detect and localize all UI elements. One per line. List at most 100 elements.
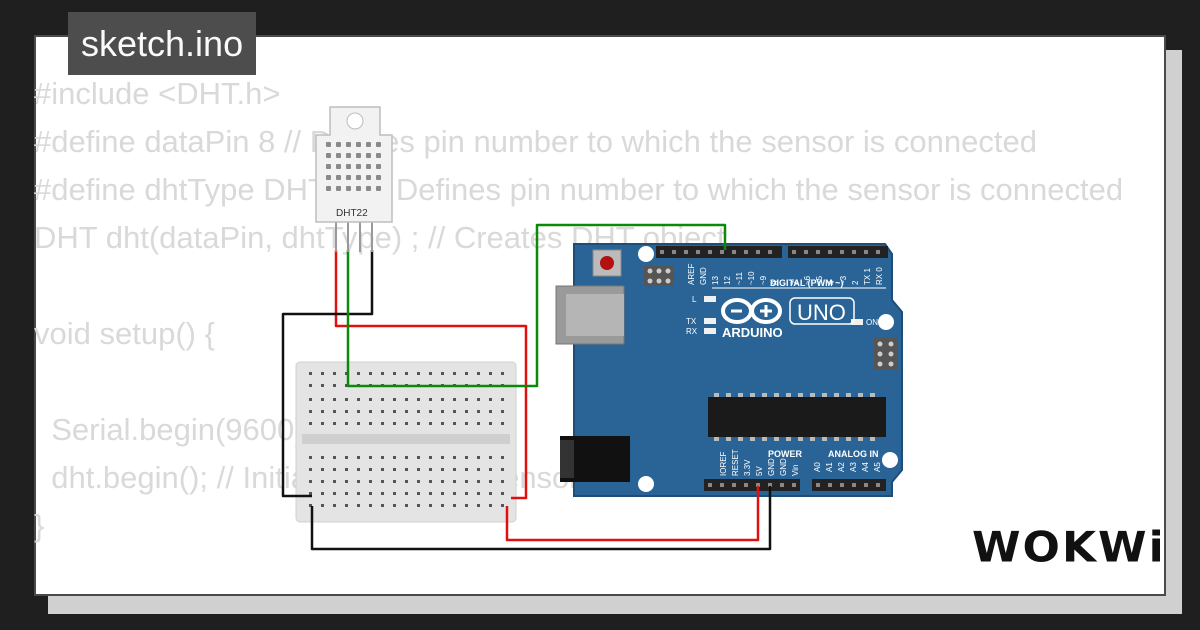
breadboard-hole <box>453 372 456 375</box>
grille-slot <box>356 175 361 180</box>
dht22-sensor[interactable]: DHT22 <box>315 106 393 252</box>
breadboard-hole <box>417 456 420 459</box>
breadboard-hole <box>405 468 408 471</box>
breadboard-hole <box>381 398 384 401</box>
pin-label: 8 <box>771 280 780 285</box>
atmega-chip <box>708 397 886 437</box>
grille-slot <box>346 153 351 158</box>
mount-hole <box>638 476 654 492</box>
grille-slot <box>346 164 351 169</box>
pin-label: 3.3V <box>743 459 752 476</box>
breadboard-hole <box>333 384 336 387</box>
grille-slot <box>366 142 371 147</box>
chip-leg <box>762 437 767 441</box>
digital-label: DIGITAL (PWM ~) <box>770 278 843 288</box>
breadboard-hole <box>333 398 336 401</box>
grille-slot <box>376 153 381 158</box>
wire-data[interactable] <box>346 223 727 388</box>
breadboard-hole <box>477 422 480 425</box>
header-pin <box>816 483 820 487</box>
breadboard-hole <box>453 398 456 401</box>
breadboard-hole <box>345 398 348 401</box>
wokwi-logo: WOKWi <box>972 523 1166 572</box>
pin-label: IOREF <box>719 451 728 476</box>
grille-slot <box>376 164 381 169</box>
analog-header <box>812 479 886 491</box>
breadboard-hole <box>309 384 312 387</box>
breadboard-hole <box>381 410 384 413</box>
header-pin <box>720 250 724 254</box>
power-jack-edge <box>560 440 574 478</box>
chip-leg <box>834 393 839 397</box>
breadboard-hole <box>321 468 324 471</box>
breadboard-hole <box>429 422 432 425</box>
breadboard-hole <box>489 398 492 401</box>
breadboard-hole <box>501 504 504 507</box>
header-pin <box>816 250 820 254</box>
breadboard-hole <box>417 504 420 507</box>
pin-label: Vin <box>791 465 800 476</box>
breadboard-hole <box>489 422 492 425</box>
code-line: #include <DHT.h> <box>34 76 281 111</box>
header-pin <box>828 483 832 487</box>
breadboard-hole <box>501 480 504 483</box>
chip-leg <box>726 437 731 441</box>
uno-frame <box>789 297 855 325</box>
breadboard-hole <box>369 398 372 401</box>
header-pin <box>876 250 880 254</box>
breadboard-hole <box>393 456 396 459</box>
breadboard-hole <box>345 410 348 413</box>
reset-button[interactable] <box>600 256 614 270</box>
breadboard-hole <box>477 456 480 459</box>
breadboard[interactable] <box>295 361 517 523</box>
pin-label: GND <box>699 267 708 285</box>
breadboard-hole <box>345 492 348 495</box>
wire-gnd-sensor[interactable] <box>281 250 374 498</box>
breadboard-hole <box>453 480 456 483</box>
grille-slot <box>376 142 381 147</box>
grille-slot <box>366 153 371 158</box>
header-pin <box>792 250 796 254</box>
wire-gnd[interactable] <box>310 486 772 551</box>
pin-label: ~3 <box>839 275 848 285</box>
breadboard-hole <box>417 468 420 471</box>
breadboard-hole <box>309 372 312 375</box>
chip-leg <box>822 437 827 441</box>
pin-label: ~5 <box>815 275 824 285</box>
breadboard-hole <box>453 504 456 507</box>
wire-vcc-sensor[interactable] <box>334 250 528 500</box>
breadboard-hole <box>345 372 348 375</box>
chip-leg <box>810 437 815 441</box>
chip-leg <box>774 437 779 441</box>
breadboard-hole <box>441 456 444 459</box>
grille-slot <box>366 175 371 180</box>
wire-5v[interactable] <box>505 486 760 542</box>
breadboard-hole <box>501 456 504 459</box>
header-pins <box>660 250 880 487</box>
file-tab[interactable]: sketch.ino <box>68 12 257 75</box>
header-pin <box>864 483 868 487</box>
breadboard-hole <box>393 398 396 401</box>
header-pin <box>756 483 760 487</box>
header-pin <box>732 250 736 254</box>
led-rx-label: RX <box>686 327 698 336</box>
breadboard-hole <box>357 410 360 413</box>
breadboard-hole <box>333 372 336 375</box>
grille-slot <box>336 175 341 180</box>
breadboard-hole <box>369 480 372 483</box>
breadboard-hole <box>393 410 396 413</box>
chip-leg <box>750 437 755 441</box>
chip-leg <box>798 437 803 441</box>
breadboard-hole <box>501 372 504 375</box>
pin-label: A4 <box>861 462 870 472</box>
breadboard-hole <box>501 422 504 425</box>
breadboard-hole <box>417 492 420 495</box>
breadboard-hole <box>501 468 504 471</box>
breadboard-hole <box>489 492 492 495</box>
led-tx-label: TX <box>686 317 697 326</box>
breadboard-hole <box>345 468 348 471</box>
breadboard-hole <box>453 468 456 471</box>
grille-slot <box>356 164 361 169</box>
breadboard-hole <box>333 422 336 425</box>
